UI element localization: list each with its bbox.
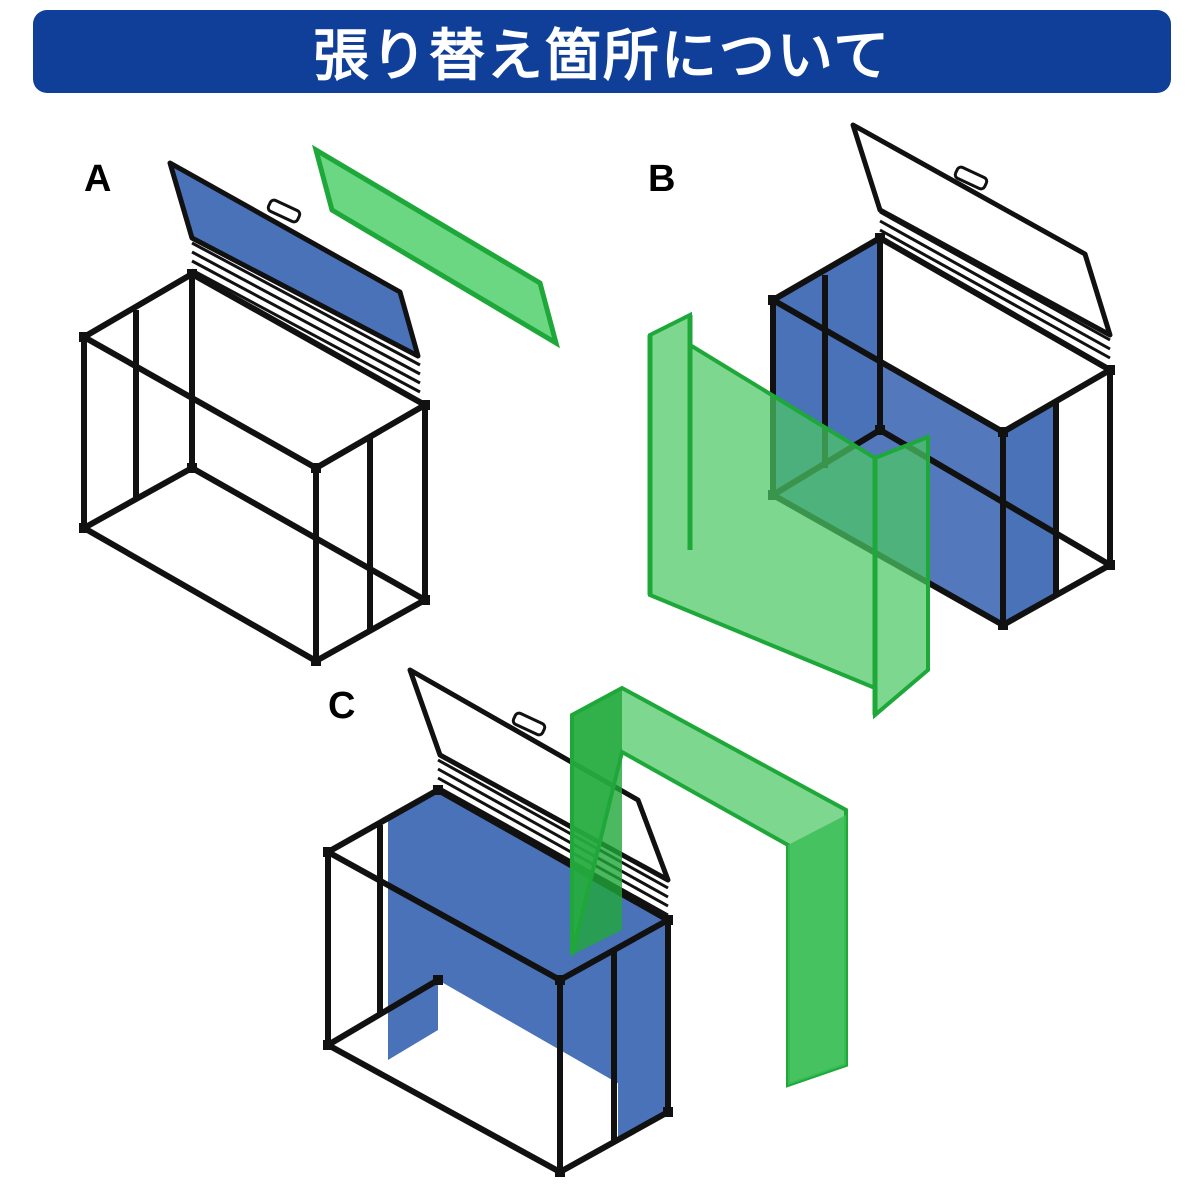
title-banner: 張り替え箇所について [33,10,1171,93]
panel-label-b: B [648,158,676,200]
replacement-panel-a [312,144,560,349]
diagram-b [647,122,1115,720]
diagram-a [79,144,560,666]
panel-label-c: C [328,685,356,727]
diagram-c [323,667,848,1177]
front-panel-b [1003,400,1056,625]
panel-label-a: A [84,158,112,200]
lid-panel-a [167,160,421,359]
page-title: 張り替え箇所について [312,24,892,89]
